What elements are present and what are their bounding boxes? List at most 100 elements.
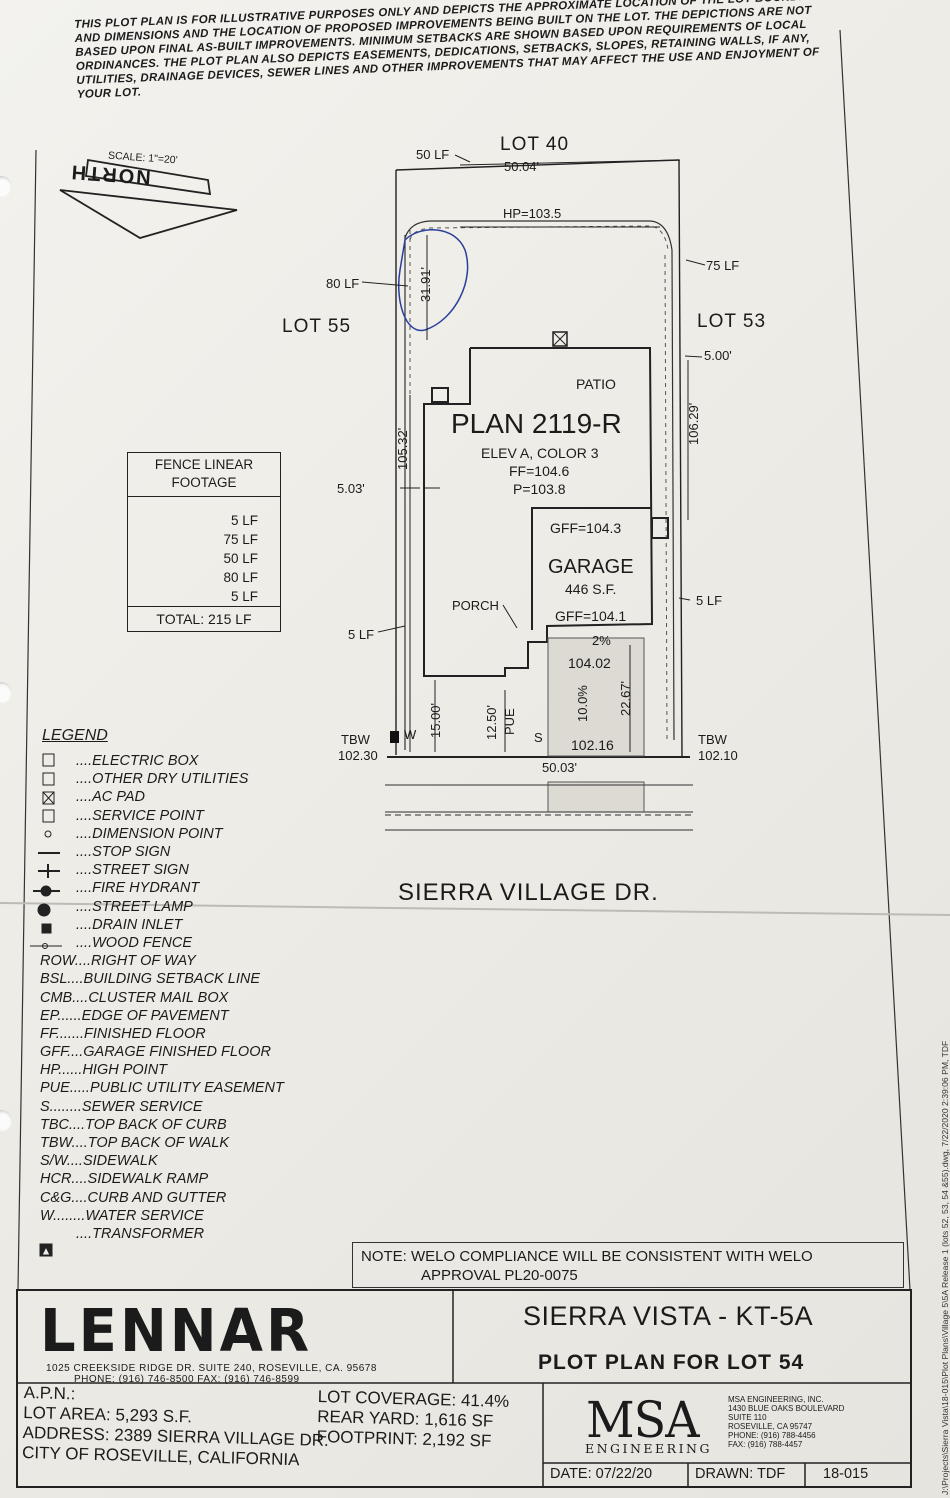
legend-item: S........SEWER SERVICE — [40, 1098, 203, 1115]
fence-row: 50 LF — [223, 551, 258, 566]
lennar-logo: LENNAR — [40, 1297, 313, 1366]
legend-item: ....STOP SIGN — [76, 844, 171, 861]
garage-ff-top: GFF=104.3 — [550, 520, 622, 536]
pue-label: PUE — [502, 708, 517, 735]
legend-item: CMB....CLUSTER MAIL BOX — [40, 989, 229, 1006]
legend-item: C&G....CURB AND GUTTER — [40, 1189, 227, 1206]
legend-item: W........WATER SERVICE — [40, 1207, 204, 1224]
dim-rear-depth: 31.91' — [418, 266, 433, 302]
legend-item: ROW....RIGHT OF WAY — [40, 953, 196, 970]
dim-front-width: 50.03' — [542, 760, 578, 775]
lot-55-label: LOT 55 — [282, 316, 352, 337]
legend-item: ....WOOD FENCE — [76, 934, 192, 951]
legend-item: EP......EDGE OF PAVEMENT — [40, 1007, 229, 1024]
tbw-east-label: TBW — [698, 732, 727, 747]
fence-footage-table: FENCE LINEAR FOOTAGE 5 LF 75 LF 50 LF 80… — [127, 452, 281, 632]
sheet-title: PLOT PLAN FOR LOT 54 — [538, 1351, 805, 1374]
legend-item: ....TRANSFORMER — [76, 1225, 205, 1242]
msa-subtitle: ENGINEERING — [585, 1441, 712, 1456]
fence-total: TOTAL: 215 LF — [128, 606, 280, 631]
pue-width: 12.50' — [484, 704, 499, 740]
fence-80lf-label: 80 LF — [326, 276, 360, 291]
fence-75lf-label: 75 LF — [706, 258, 740, 273]
legend-item: ....ELECTRIC BOX — [76, 753, 199, 770]
legend-item: ....FIRE HYDRANT — [76, 880, 200, 897]
fold-line — [0, 902, 950, 916]
north-arrow — [59, 158, 238, 239]
fence-5lf-west-label: 5 LF — [348, 627, 375, 642]
drive-slope: 2% — [592, 633, 611, 648]
fence-row: 5 LF — [230, 589, 258, 604]
pad-elevation: P=103.8 — [513, 481, 566, 497]
job-number: 18-015 — [823, 1466, 869, 1482]
sheet-left-border — [17, 149, 37, 1291]
dim-north-width: 50.04' — [504, 159, 540, 174]
legend-item: TBC....TOP BACK OF CURB — [40, 1116, 227, 1133]
dim-west-depth: 105.32' — [395, 427, 410, 470]
water-marker: W — [404, 727, 417, 742]
fence-5lf-east-label: 5 LF — [696, 593, 723, 608]
fence-50lf-label: 50 LF — [416, 147, 450, 162]
garage-ff-bottom: GFF=104.1 — [555, 608, 627, 624]
lot-info-right: LOT COVERAGE: 41.4% REAR YARD: 1,616 SF … — [316, 1387, 510, 1451]
lot-info-left: A.P.N.: LOT AREA: 5,293 S.F. ADDRESS: 23… — [21, 1383, 329, 1470]
garage-area: 446 S.F. — [565, 581, 617, 597]
legend-item: ....SERVICE POINT — [76, 807, 204, 824]
ac-pad-symbol — [552, 331, 568, 347]
welo-note: NOTE: WELO COMPLIANCE WILL BE CONSISTENT… — [352, 1242, 904, 1288]
patio-label: PATIO — [576, 376, 616, 392]
front-setback: 15.00' — [428, 702, 443, 738]
elevation-label: ELEV A, COLOR 3 — [481, 445, 599, 461]
legend-item: ....DRAIN INLET — [76, 916, 183, 933]
legend-item: TBW....TOP BACK OF WALK — [40, 1135, 230, 1152]
punch-hole — [0, 1110, 12, 1132]
high-point-label: HP=103.5 — [503, 206, 562, 221]
finished-floor: FF=104.6 — [509, 463, 570, 479]
legend-item: HP......HIGH POINT — [40, 1062, 168, 1079]
legend: ....ELECTRIC BOX ....OTHER DRY UTILITIES… — [40, 752, 284, 1243]
dim-east-setback: 5.00' — [704, 348, 732, 363]
water-service-symbol — [390, 731, 399, 743]
street-name: SIERRA VILLAGE DR. — [398, 879, 659, 906]
tbw-east-elev: 102.10 — [698, 748, 738, 763]
driveway — [547, 637, 645, 757]
plan-name: PLAN 2119-R — [451, 408, 622, 439]
lot-40-label: LOT 40 — [500, 134, 570, 155]
porch-label: PORCH — [452, 598, 499, 613]
company-address: 1025 CREEKSIDE RIDGE DR. SUITE 240, ROSE… — [46, 1363, 377, 1385]
legend-item: ....DIMENSION POINT — [76, 825, 223, 842]
project-name: SIERRA VISTA - KT-5A — [523, 1301, 814, 1331]
engineer-address: MSA ENGINEERING, INC. 1430 BLUE OAKS BOU… — [728, 1395, 845, 1449]
garage-label: GARAGE — [548, 556, 634, 578]
legend-item: HCR....SIDEWALK RAMP — [40, 1171, 209, 1188]
drive-curb-elev: 102.16 — [571, 737, 614, 753]
legend-item: BSL....BUILDING SETBACK LINE — [40, 971, 260, 988]
punch-hole — [0, 176, 12, 198]
tbw-west-elev: 102.30 — [338, 748, 378, 763]
fence-table-header: FENCE LINEAR FOOTAGE — [128, 453, 280, 497]
lot-53-label: LOT 53 — [697, 311, 767, 332]
dim-east-depth: 106.29' — [686, 402, 701, 445]
fence-table-values: 5 LF 75 LF 50 LF 80 LF 5 LF — [128, 497, 280, 606]
drawn-cell: DRAWN: TDF — [695, 1466, 786, 1482]
dim-west-setback: 5.03' — [337, 481, 365, 496]
drive-grade: 10.0% — [575, 685, 590, 722]
drive-length: 22.67' — [618, 680, 633, 716]
fence-row: 5 LF — [230, 513, 258, 528]
sheet-right-border — [839, 29, 911, 1291]
fence-row: 75 LF — [223, 532, 258, 547]
sewer-marker: S — [534, 730, 543, 745]
tbw-west-label: TBW — [341, 732, 370, 747]
driveway-apron — [547, 781, 645, 813]
lot-boundary — [387, 159, 690, 758]
legend-item: FF.......FINISHED FLOOR — [40, 1025, 206, 1042]
legend-item: ....AC PAD — [76, 789, 146, 806]
legend-title: LEGEND — [42, 727, 108, 744]
house-footprint — [423, 347, 669, 677]
punch-hole — [0, 682, 12, 704]
title-block: LENNAR 1025 CREEKSIDE RIDGE DR. SUITE 24… — [16, 1289, 912, 1488]
legend-item: ....STREET SIGN — [76, 862, 189, 879]
fence-row: 80 LF — [223, 570, 258, 585]
